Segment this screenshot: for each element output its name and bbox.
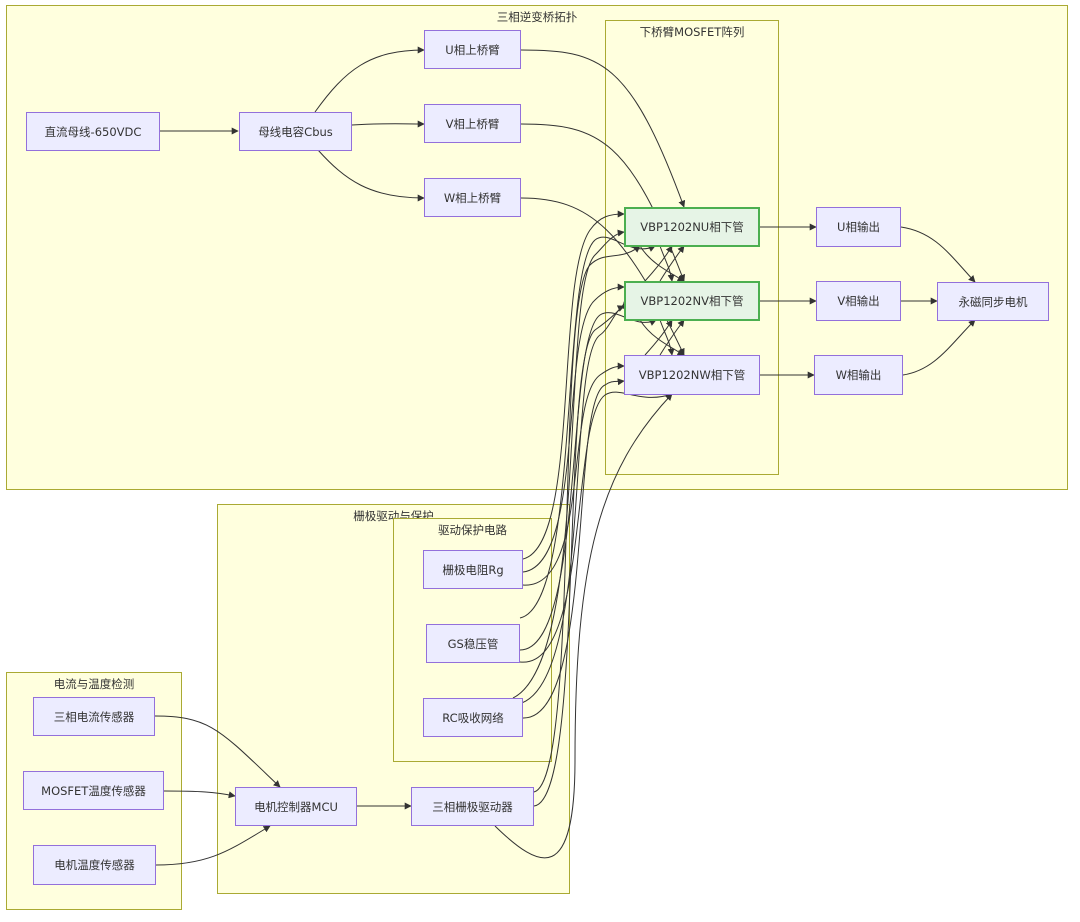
cluster-protection-title: 驱动保护电路 bbox=[438, 523, 507, 537]
edge-uout-motor bbox=[900, 226, 976, 283]
cluster-inverter-title: 三相逆变桥拓扑 bbox=[496, 10, 578, 24]
v-output-node: V相输出 bbox=[816, 281, 901, 321]
edge-gs-nu bbox=[519, 236, 656, 619]
edge-uupper-nu bbox=[520, 49, 686, 208]
edge-driver-nw bbox=[494, 393, 673, 859]
edge-rc-nw bbox=[522, 378, 625, 719]
current-sensor-node: 三相电流传感器 bbox=[33, 697, 155, 736]
u-upper-arm-node: U相上桥臂 bbox=[424, 30, 521, 69]
cluster-sensing-title: 电流与温度检测 bbox=[53, 677, 135, 691]
mosfet-nv-node: VBP1202NV相下管 bbox=[624, 281, 760, 321]
w-output-node: W相输出 bbox=[814, 355, 903, 395]
v-upper-arm-node: V相上桥臂 bbox=[424, 104, 521, 143]
edge-wout-motor bbox=[902, 319, 976, 376]
edge-nv-nu-a bbox=[659, 245, 685, 282]
motor-temp-sensor-node: 电机温度传感器 bbox=[33, 845, 156, 885]
edge-driver-nu bbox=[533, 245, 641, 793]
edge-gs-nw bbox=[519, 391, 673, 663]
edge-rc-nv bbox=[512, 305, 625, 706]
dc-bus-node: 直流母线-650VDC bbox=[26, 112, 160, 151]
mcu-node: 电机控制器MCU bbox=[235, 787, 357, 826]
gate-resistor-node: 栅极电阻Rg bbox=[423, 550, 523, 589]
edge-current-mcu bbox=[154, 715, 281, 788]
edge-rc-nu bbox=[512, 229, 625, 699]
motor-node: 永磁同步电机 bbox=[937, 282, 1049, 321]
w-upper-arm-node: W相上桥臂 bbox=[424, 178, 521, 217]
edge-nw-nv-a bbox=[659, 319, 685, 356]
cbus-node: 母线电容Cbus bbox=[239, 112, 352, 151]
cluster-lower-mosfet-title: 下桥臂MOSFET阵列 bbox=[639, 25, 745, 39]
edge-nv-nu-b bbox=[644, 245, 673, 282]
gate-driver-node: 三相栅极驱动器 bbox=[411, 787, 534, 826]
edge-cbus-wupper bbox=[317, 149, 425, 202]
mosfet-temp-sensor-node: MOSFET温度传感器 bbox=[23, 771, 164, 810]
cluster-inverter: 三相逆变桥拓扑 bbox=[6, 5, 1068, 490]
mosfet-nu-node: VBP1202NU相下管 bbox=[624, 207, 760, 247]
edge-cbus-uupper bbox=[314, 46, 425, 113]
edge-rg-nw bbox=[522, 362, 625, 586]
gs-zener-node: GS稳压管 bbox=[426, 624, 520, 663]
edge-motortemp-mcu bbox=[155, 825, 271, 866]
edge-rg-nv bbox=[522, 283, 625, 573]
edge-rg-nu bbox=[522, 210, 625, 560]
mosfet-nw-node: VBP1202NW相下管 bbox=[624, 355, 760, 395]
edge-nw-nv-b bbox=[644, 319, 673, 356]
edge-nv-nw-a bbox=[659, 319, 675, 356]
u-output-node: U相输出 bbox=[816, 207, 901, 247]
rc-snubber-node: RC吸收网络 bbox=[423, 698, 523, 737]
edge-nu-nv-a bbox=[659, 245, 675, 282]
edge-cbus-vupper bbox=[351, 120, 425, 128]
edge-mosfettemp-mcu bbox=[163, 790, 236, 799]
edge-driver-nv bbox=[533, 301, 630, 807]
